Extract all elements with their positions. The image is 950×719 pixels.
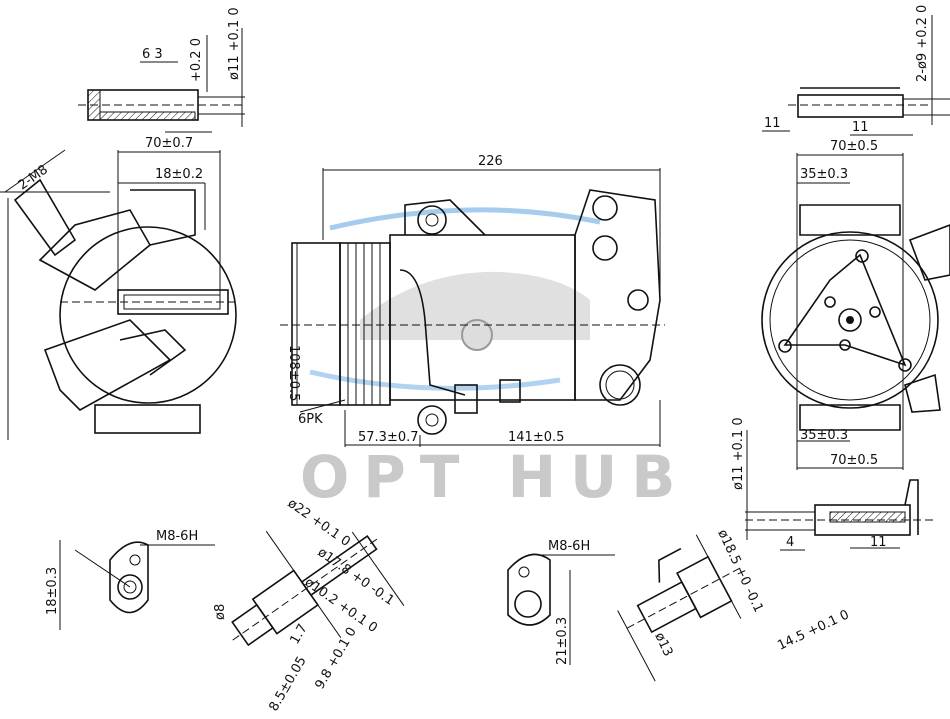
dim-70-top: 70±0.5 — [830, 139, 878, 154]
dim-d11-bottom: ø11 +0.1 0 — [731, 417, 746, 490]
dim-11-bottom: 11 — [870, 535, 887, 550]
fitting-left-labels: ø22 +0.1 0 ø17.8 +0 -0.1 ø10.2 +0.1 0 ø8… — [213, 496, 397, 714]
dim-108: 108±0.5 — [286, 345, 301, 401]
bottom-right-detail: ø11 +0.1 0 4 11 — [731, 417, 935, 551]
port-left-detail: M8-6H 18±0.3 — [45, 529, 215, 630]
port-right-detail: M8-6H 21±0.3 — [507, 539, 615, 665]
dim-18-port: 18±0.3 — [45, 567, 60, 615]
dim-226: 226 — [478, 154, 503, 169]
fitting-left-detail — [231, 530, 405, 647]
top-right-detail: 11 11 2-ø9 +0.2 0 — [762, 5, 950, 136]
main-view: 226 108±0.5 6PK 57.3±0.7 141±0.5 — [280, 154, 665, 447]
dim-2-d9: 2-ø9 +0.2 0 — [915, 5, 930, 82]
dim-9-8: 9.8 +0.1 0 — [312, 625, 359, 692]
dim-18: 18±0.2 — [155, 167, 203, 182]
dim-tolerance: +0.2 0 — [189, 38, 204, 82]
dim-70-left: 70±0.7 — [145, 136, 193, 151]
label-m8-6h-right: M8-6H — [548, 539, 590, 554]
fitting-right-detail — [617, 534, 743, 682]
dim-d18-5: ø18.5 +0 -0.1 — [714, 527, 766, 615]
dim-35-top: 35±0.3 — [800, 167, 848, 182]
dim-diameter-11: ø11 +0.1 0 — [227, 7, 242, 80]
left-view: 70±0.7 18±0.2 2-M8 — [0, 136, 237, 440]
dim-11-left: 11 — [764, 116, 781, 131]
dim-57-3: 57.3±0.7 — [358, 430, 419, 445]
dim-141: 141±0.5 — [508, 430, 564, 445]
label-6pk: 6PK — [298, 412, 323, 427]
dim-8-5: 8.5±0.05 — [266, 654, 309, 714]
dim-11-right: 11 — [852, 120, 869, 135]
dim-6-3: 6 3 — [142, 47, 163, 62]
top-left-detail: 6 3 +0.2 0 ø11 +0.1 0 — [78, 7, 245, 133]
dim-14-5: 14.5 +0.1 0 — [775, 607, 851, 653]
label-m8-6h-left: M8-6H — [156, 529, 198, 544]
dim-d13: ø13 — [651, 630, 675, 659]
right-view: 70±0.5 35±0.3 35±0.3 70±0.5 — [761, 139, 950, 470]
dim-1-7: 1.7 — [287, 622, 310, 647]
dim-35-bottom: 35±0.3 — [800, 428, 848, 443]
brand-swoosh — [309, 207, 601, 391]
dim-21-port: 21±0.3 — [555, 617, 570, 665]
dim-d8: ø8 — [213, 604, 228, 620]
fitting-right-labels: ø18.5 +0 -0.1 14.5 +0.1 0 ø13 — [651, 527, 851, 659]
watermark-text: OPT HUB — [300, 443, 689, 511]
dim-70-bottom: 70±0.5 — [830, 453, 878, 468]
dim-4: 4 — [786, 535, 794, 550]
